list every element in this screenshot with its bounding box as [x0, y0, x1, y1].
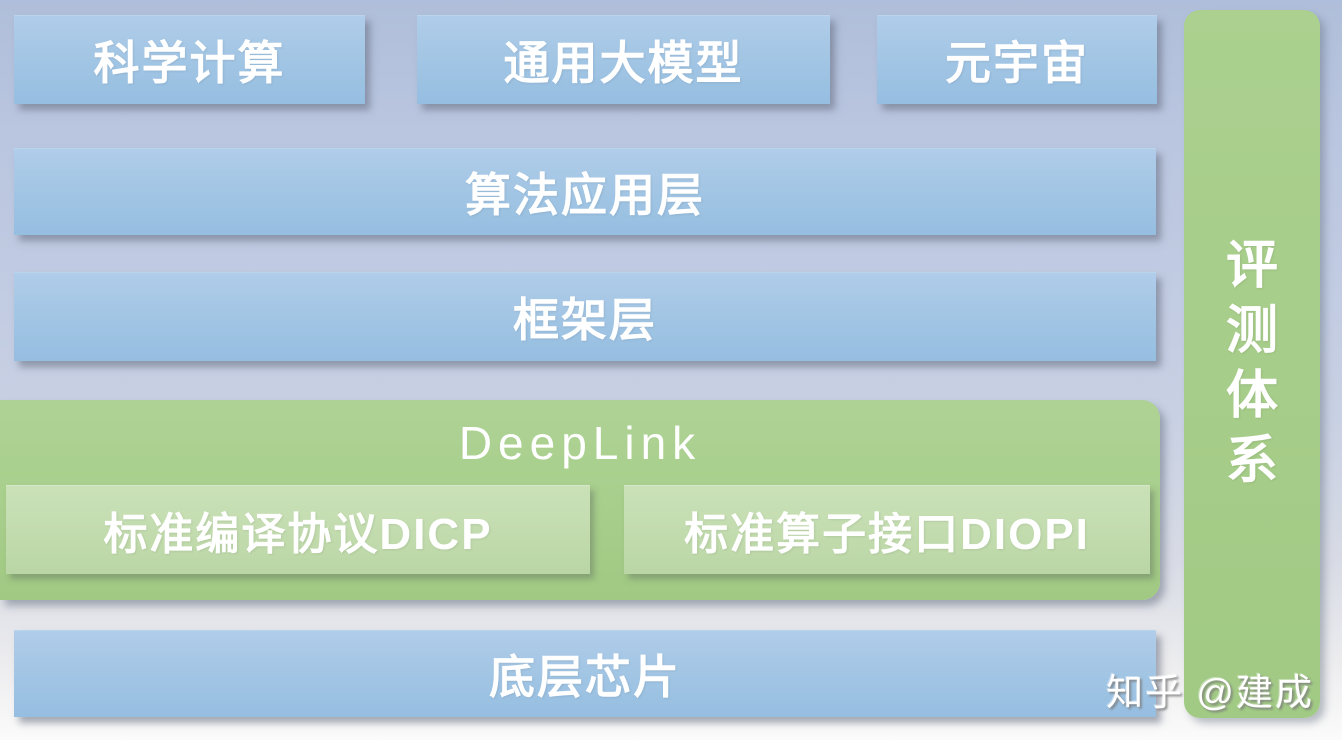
sidebar-evaluation-system-label: 评测体系: [1226, 237, 1279, 490]
deeplink-title: DeepLink: [458, 417, 702, 469]
layer-framework: 框架层: [14, 272, 1156, 361]
deeplink-container: DeepLink 标准编译协议DICP 标准算子接口DIOPI: [0, 400, 1160, 600]
box-metaverse: 元宇宙: [877, 15, 1157, 104]
watermark-zhihu: 知乎 @建成: [1106, 672, 1314, 713]
box-standard-operator-interface-diopi-label: 标准算子接口DIOPI: [684, 510, 1090, 559]
layer-underlying-chips-label: 底层芯片: [489, 651, 681, 703]
layer-underlying-chips: 底层芯片: [14, 630, 1156, 717]
box-scientific-computing: 科学计算: [14, 15, 365, 104]
layer-algorithm-application-label: 算法应用层: [465, 169, 705, 221]
box-scientific-computing-label: 科学计算: [93, 37, 286, 89]
layer-algorithm-application: 算法应用层: [14, 148, 1156, 235]
sidebar-evaluation-system: 评测体系: [1184, 10, 1320, 718]
box-standard-operator-interface-diopi: 标准算子接口DIOPI: [624, 485, 1150, 574]
box-standard-compile-protocol-dicp-label: 标准编译协议DICP: [103, 510, 493, 559]
box-general-large-model-label: 通用大模型: [503, 37, 744, 89]
layer-framework-label: 框架层: [513, 294, 657, 346]
box-metaverse-label: 元宇宙: [945, 37, 1089, 89]
box-general-large-model: 通用大模型: [417, 15, 830, 104]
box-standard-compile-protocol-dicp: 标准编译协议DICP: [6, 485, 590, 574]
